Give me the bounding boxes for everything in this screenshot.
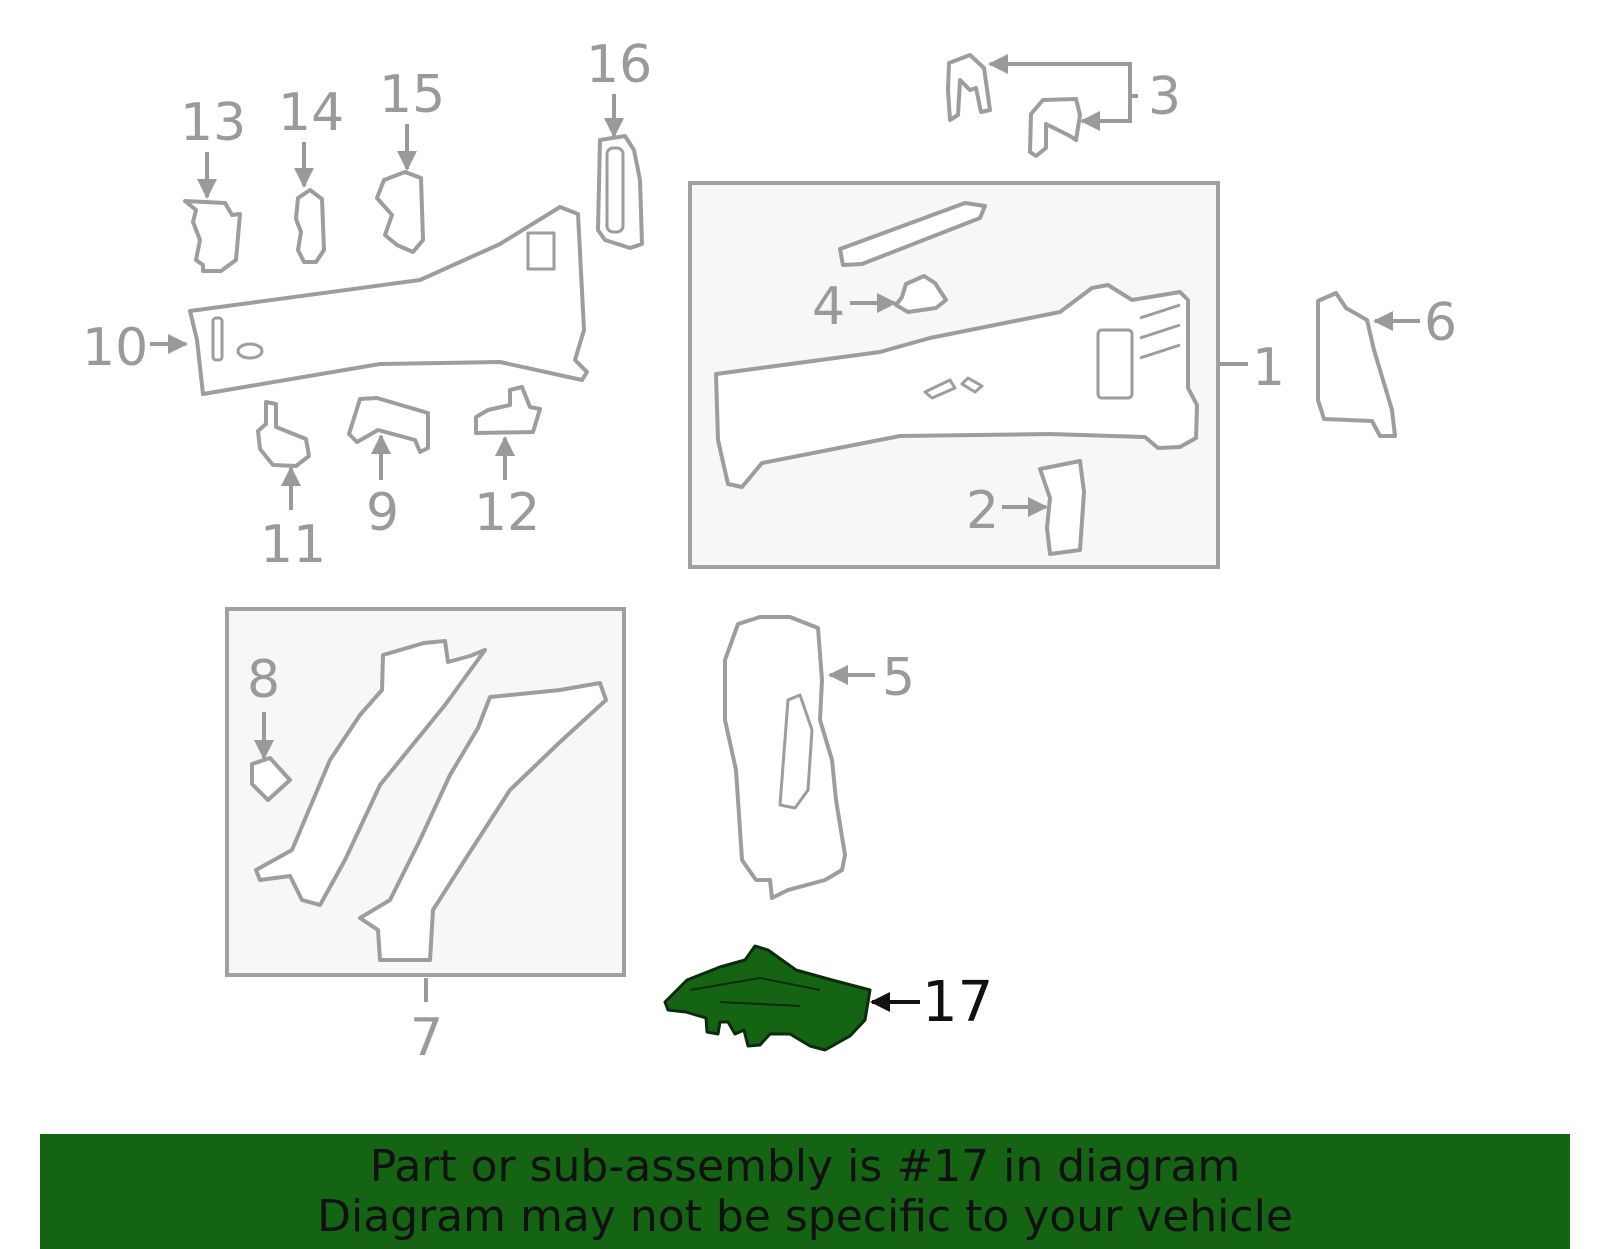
part-7-pillar-a	[254, 639, 487, 907]
callout-14: 14	[278, 83, 344, 143]
callout-11: 11	[260, 515, 326, 575]
callout-10: 10	[82, 318, 148, 378]
callout-17: 17	[922, 970, 993, 1035]
part-17-highlighted	[663, 944, 872, 1052]
part-12-bracket	[474, 385, 542, 435]
part-6-bracket	[1316, 291, 1397, 438]
part-16-bracket	[596, 134, 644, 250]
callout-6: 6	[1424, 293, 1457, 353]
callout-13: 13	[180, 93, 246, 153]
part-13-bracket	[183, 199, 242, 273]
callout-3: 3	[1148, 67, 1181, 127]
callout-1: 1	[1252, 338, 1285, 398]
part-14-bracket	[294, 188, 326, 264]
part-7-pillar-b	[358, 681, 608, 962]
banner-line-2: Diagram may not be specific to your vehi…	[317, 1191, 1293, 1242]
callout-16: 16	[586, 35, 652, 95]
banner-line-1: Part or sub-assembly is #17 in diagram	[369, 1141, 1241, 1192]
callout-15: 15	[379, 65, 445, 125]
part-1-panel	[714, 283, 1199, 489]
callout-4: 4	[812, 277, 845, 337]
part-10-panel	[188, 205, 589, 396]
part-15-bracket	[375, 170, 425, 254]
part-2-bracket	[1038, 459, 1086, 556]
part-1-rail	[838, 201, 987, 267]
part-11-bracket	[256, 400, 311, 468]
part-9-bracket	[347, 396, 430, 454]
info-banner: Part or sub-assembly is #17 in diagram D…	[40, 1134, 1570, 1249]
callout-2: 2	[966, 481, 999, 541]
callout-5: 5	[882, 648, 915, 708]
part-3-clip-b	[1028, 97, 1082, 158]
callout-12: 12	[474, 483, 540, 543]
callout-9: 9	[366, 483, 399, 543]
callout-8: 8	[247, 650, 280, 710]
part-4-bracket	[894, 274, 948, 314]
callout-7: 7	[410, 1008, 443, 1068]
part-3-clip-a	[946, 53, 992, 122]
